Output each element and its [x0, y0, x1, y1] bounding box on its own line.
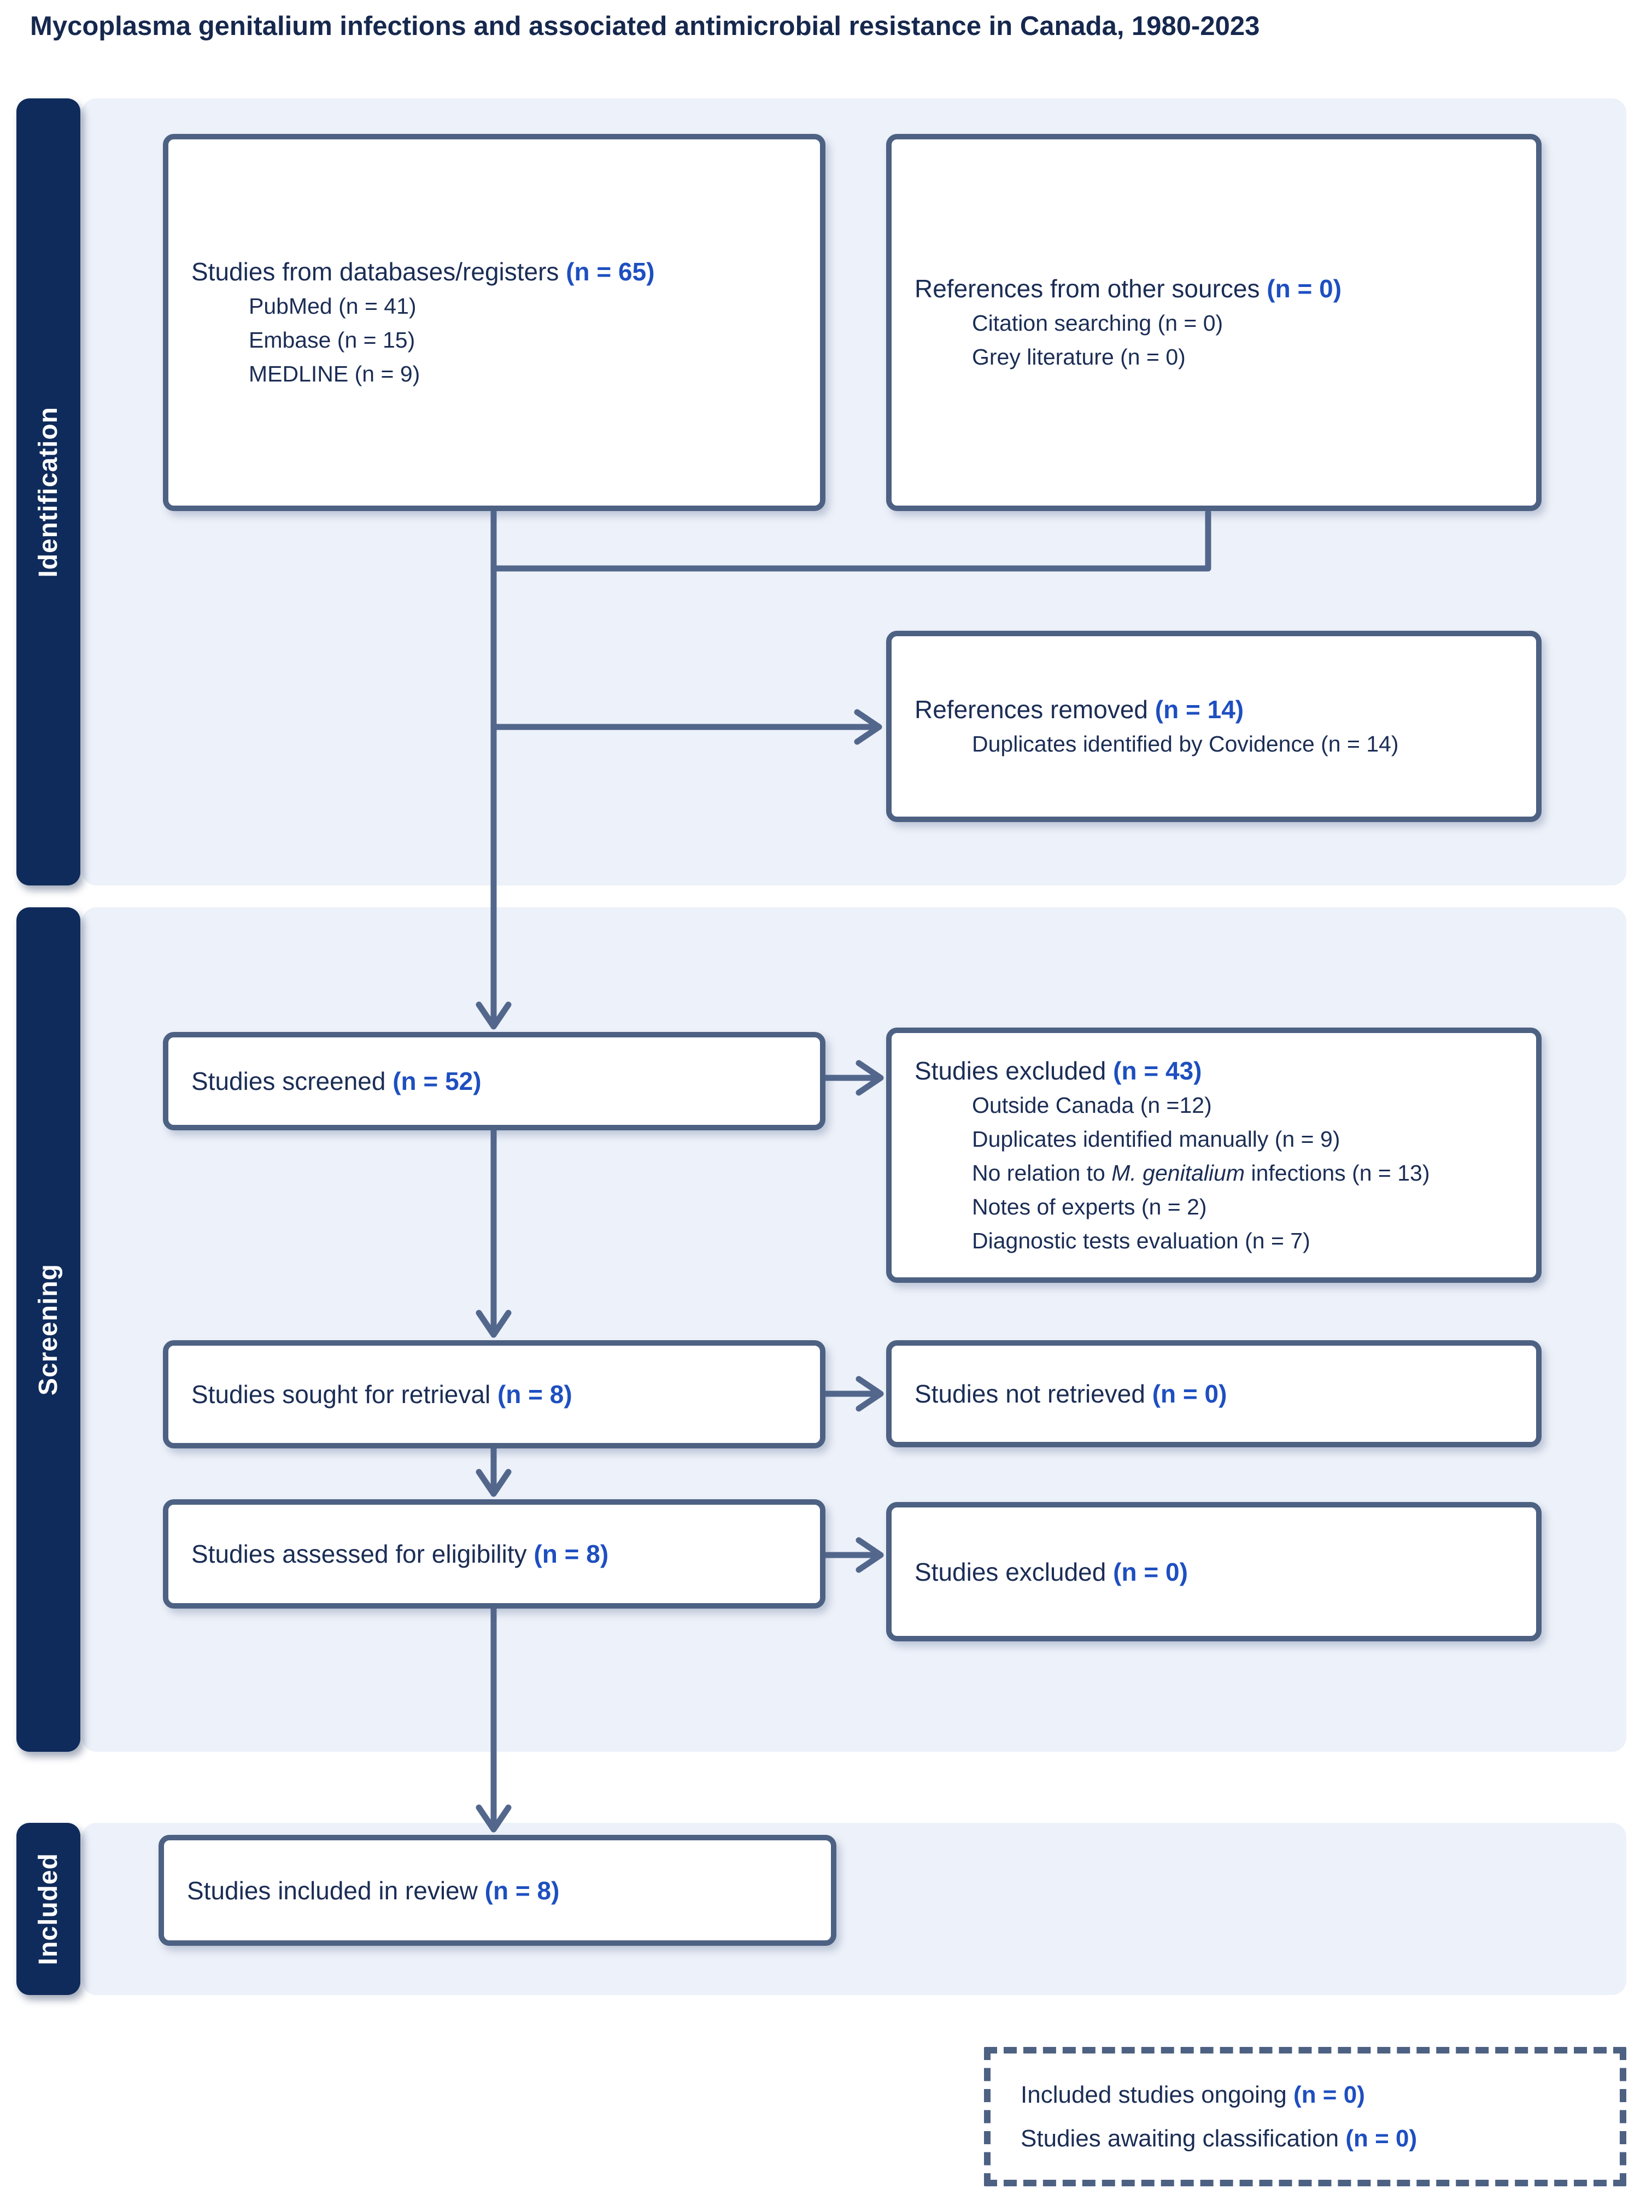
box-excluded-eligibility: Studies excluded (n = 0)	[886, 1502, 1542, 1641]
ongoing-count: (n = 0)	[1293, 2081, 1365, 2108]
box-databases-count: (n = 65)	[566, 257, 655, 286]
box-sought-title: Studies sought for retrieval (n = 8)	[191, 1377, 809, 1412]
box-not-retrieved-label: Studies not retrieved	[915, 1380, 1152, 1408]
box-assessed: Studies assessed for eligibility (n = 8)	[163, 1499, 825, 1609]
box-screened-count: (n = 52)	[393, 1067, 482, 1095]
box-excluded-eligibility-label: Studies excluded	[915, 1557, 1114, 1586]
box-other-sources-item-citation: Citation searching (n = 0)	[972, 310, 1223, 336]
box-databases-item-pubmed: PubMed (n = 41)	[249, 294, 417, 319]
box-included-review-label: Studies included in review	[187, 1876, 485, 1905]
sidebar-included: Included	[16, 1823, 80, 1995]
arrowhead-right-to-references-removed	[854, 709, 882, 745]
arrowhead-right-to-excluded0	[856, 1537, 884, 1573]
box-other-sources-item-grey: Grey literature (n = 0)	[972, 344, 1186, 369]
awaiting-label: Studies awaiting classification	[1021, 2125, 1346, 2152]
box-included-review: Studies included in review (n = 8)	[159, 1835, 836, 1946]
box-sought-label: Studies sought for retrieval	[191, 1380, 497, 1409]
arrowhead-right-to-excluded	[856, 1060, 884, 1096]
ongoing-label: Included studies ongoing	[1021, 2081, 1294, 2108]
no-relation-pre: No relation to	[972, 1160, 1112, 1186]
sidebar-identification: Identification	[16, 98, 80, 885]
awaiting-count: (n = 0)	[1345, 2125, 1417, 2152]
box-excluded-screening-title: Studies excluded (n = 43)	[915, 1053, 1525, 1088]
arrowhead-right-to-not-retrieved	[856, 1376, 884, 1412]
box-excluded-screening: Studies excluded (n = 43) Outside Canada…	[886, 1028, 1542, 1283]
box-not-retrieved: Studies not retrieved (n = 0)	[886, 1340, 1542, 1447]
box-excluded-item-notes-experts: Notes of experts (n = 2)	[972, 1194, 1207, 1219]
box-other-sources: References from other sources (n = 0) Ci…	[886, 134, 1542, 511]
box-databases-title: Studies from databases/registers (n = 65…	[191, 254, 809, 289]
arrowhead-down-to-assessed	[476, 1469, 512, 1497]
diagram-title: Mycoplasma genitalium infections and ass…	[30, 11, 1260, 41]
box-references-removed: References removed (n = 14) Duplicates i…	[886, 631, 1542, 822]
box-databases-item-medline: MEDLINE (n = 9)	[249, 361, 420, 386]
box-excluded-eligibility-title: Studies excluded (n = 0)	[915, 1554, 1525, 1589]
box-included-review-count: (n = 8)	[484, 1876, 560, 1905]
connector-other-sources-elbow	[490, 509, 1211, 572]
box-references-removed-item-duplicates: Duplicates identified by Covidence (n = …	[972, 731, 1399, 756]
box-ongoing-awaiting: Included studies ongoing (n = 0) Studies…	[984, 2047, 1626, 2186]
box-sought: Studies sought for retrieval (n = 8)	[163, 1340, 825, 1448]
box-sought-count: (n = 8)	[497, 1380, 572, 1409]
box-other-sources-title: References from other sources (n = 0)	[915, 271, 1525, 306]
arrowhead-down-to-included	[476, 1804, 512, 1833]
arrowhead-down-to-screened	[476, 1001, 512, 1030]
box-other-sources-label: References from other sources	[915, 274, 1267, 303]
box-databases-item-embase: Embase (n = 15)	[249, 327, 415, 353]
box-excluded-screening-label: Studies excluded	[915, 1056, 1114, 1085]
box-included-review-title: Studies included in review (n = 8)	[187, 1873, 820, 1908]
box-awaiting-line: Studies awaiting classification (n = 0)	[1021, 2117, 1609, 2161]
box-references-removed-title: References removed (n = 14)	[915, 692, 1525, 727]
box-excluded-item-diagnostic: Diagnostic tests evaluation (n = 7)	[972, 1228, 1310, 1253]
box-assessed-title: Studies assessed for eligibility (n = 8)	[191, 1536, 809, 1571]
box-excluded-item-duplicates-manual: Duplicates identified manually (n = 9)	[972, 1126, 1340, 1152]
no-relation-species: M. genitalium	[1111, 1160, 1245, 1186]
box-ongoing-line: Included studies ongoing (n = 0)	[1021, 2073, 1609, 2117]
arrowhead-down-to-sought	[476, 1310, 512, 1338]
box-assessed-label: Studies assessed for eligibility	[191, 1540, 534, 1568]
box-excluded-item-outside-canada: Outside Canada (n =12)	[972, 1092, 1212, 1118]
box-other-sources-count: (n = 0)	[1267, 274, 1342, 303]
box-screened-title: Studies screened (n = 52)	[191, 1064, 809, 1099]
box-databases-label: Studies from databases/registers	[191, 257, 566, 286]
box-excluded-eligibility-count: (n = 0)	[1113, 1557, 1188, 1586]
box-excluded-item-no-relation: No relation to M. genitalium infections …	[972, 1156, 1525, 1190]
no-relation-post: infections (n = 13)	[1245, 1160, 1430, 1186]
box-not-retrieved-count: (n = 0)	[1152, 1380, 1227, 1408]
box-screened: Studies screened (n = 52)	[163, 1032, 825, 1130]
box-not-retrieved-title: Studies not retrieved (n = 0)	[915, 1376, 1525, 1411]
box-excluded-screening-count: (n = 43)	[1113, 1056, 1202, 1085]
sidebar-screening: Screening	[16, 907, 80, 1752]
box-databases: Studies from databases/registers (n = 65…	[163, 134, 825, 511]
box-assessed-count: (n = 8)	[534, 1540, 609, 1568]
box-references-removed-label: References removed	[915, 695, 1155, 724]
box-screened-label: Studies screened	[191, 1067, 393, 1095]
box-references-removed-count: (n = 14)	[1155, 695, 1244, 724]
